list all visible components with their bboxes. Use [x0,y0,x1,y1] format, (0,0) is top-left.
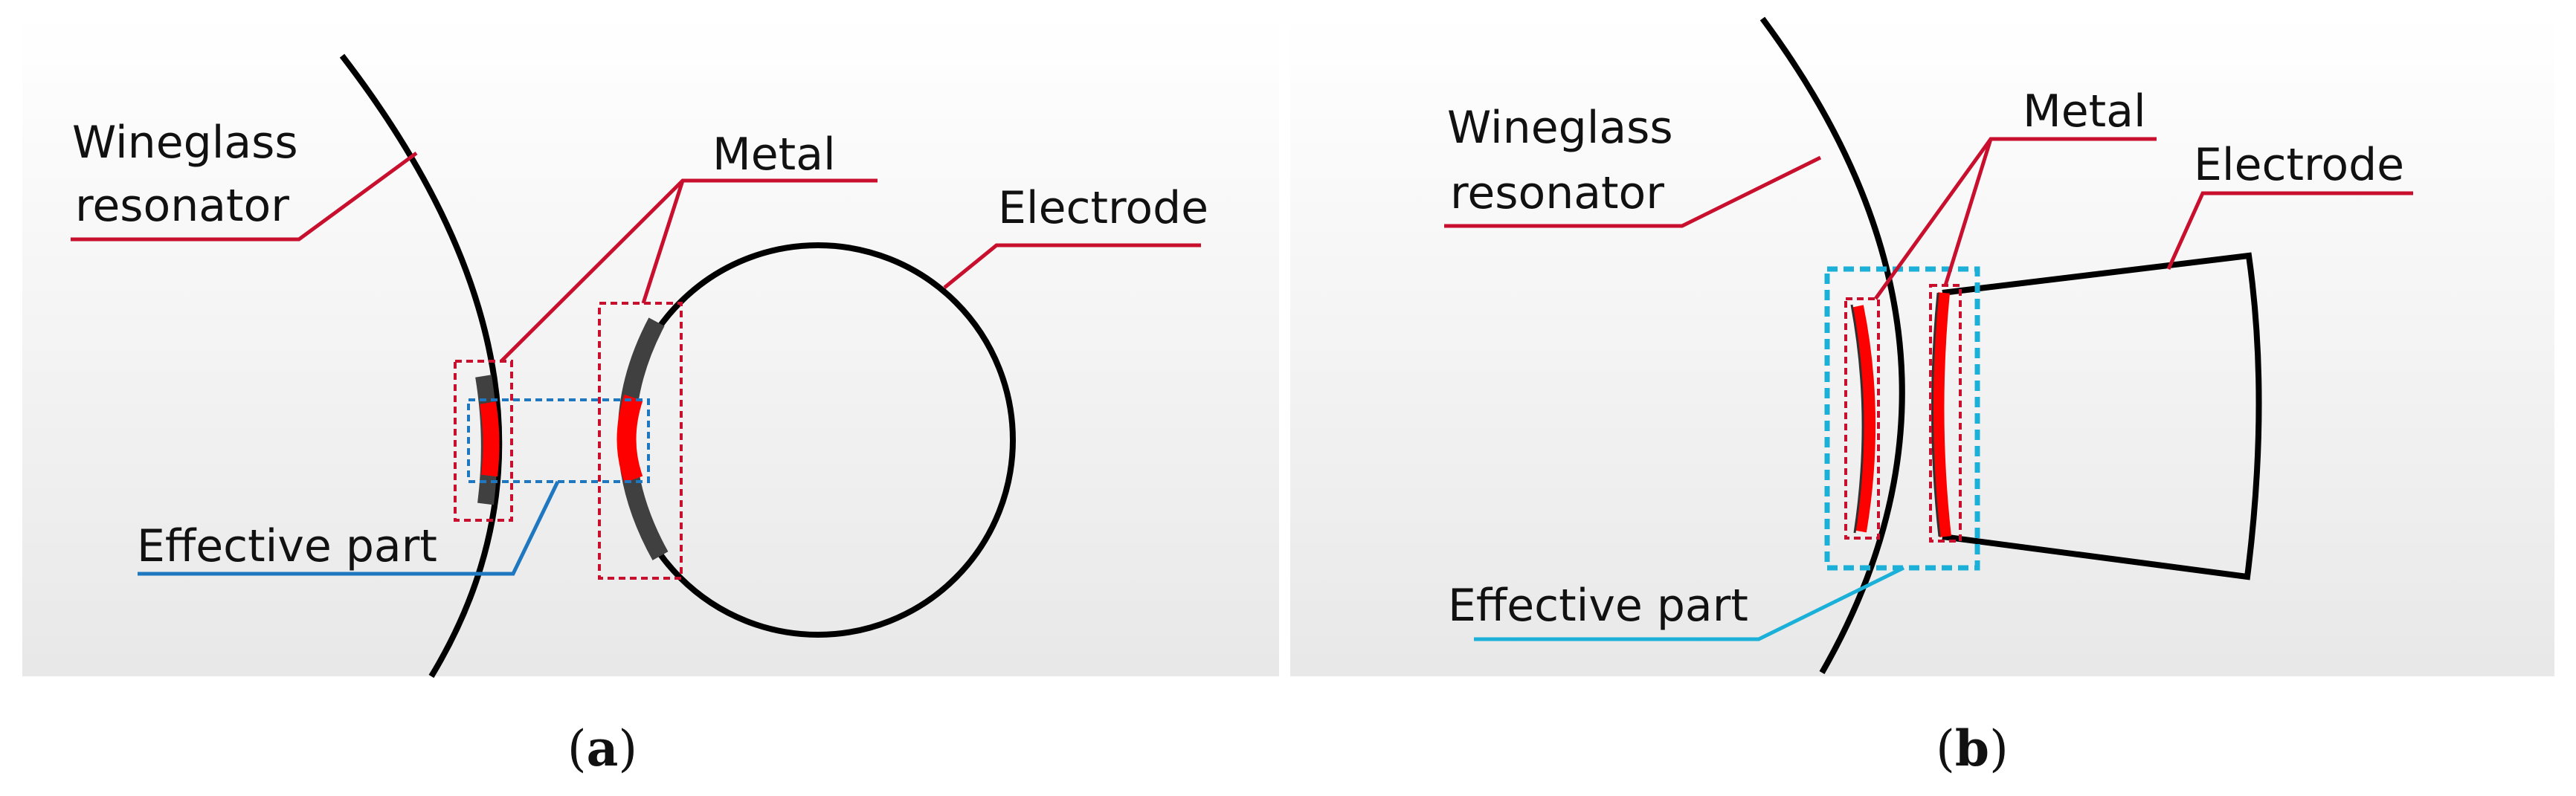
panel-a: Wineglass resonator Metal Electrode Effe… [22,15,1279,777]
panel-b-caption: (b) [1936,719,2009,777]
panel-b-electrode-shape [1942,252,2262,580]
panel-b-metal-label: Metal [2023,85,2146,137]
panel-a-caption-letter: a [587,719,619,777]
panel-a-electrode-metal-red [616,394,643,483]
panel-a-effective-leader [138,480,560,576]
panel-b-resonator-arc [1759,16,1905,674]
panel-a-resonator-metal-box [454,360,513,522]
panel-a-resonator-label-line2: resonator [75,180,289,232]
panel-a-effective-part-box [467,398,650,483]
panel-a-caption: (a) [567,719,637,777]
panel-b-electrode-label: Electrode [2194,139,2404,191]
panel-b-electrode-metal-outline [1931,292,1941,537]
panel-b-caption-letter: b [1955,719,1989,777]
panel-b: Wineglass resonator Metal Electrode Effe… [1290,15,2554,777]
panel-b-metal-leader-2 [1943,138,1993,286]
panel-b-effective-part-label: Effective part [1448,580,1748,632]
panel-b-background [1290,15,2554,676]
panel-a-electrode-leader [943,243,1201,289]
panel-a-resonator-arc [339,54,503,679]
panel-a-electrode-label: Electrode [998,182,1208,234]
panel-b-resonator-label-line2: resonator [1450,167,1664,219]
panel-a-metal-leader-2 [641,180,685,304]
panel-b-electrode-metal [1932,292,1951,537]
panel-a-resonator-leader [71,151,418,242]
panel-a-effective-part-label: Effective part [137,520,437,572]
panel-b-effective-leader [1474,566,1905,641]
panel-b-resonator-metal-outline [1850,304,1864,534]
panel-b-resonator-metal [1852,305,1876,533]
panel-b-resonator-metal-box [1844,297,1880,540]
panel-b-resonator-leader [1444,155,1822,228]
panel-b-resonator-label-line1: Wineglass [1447,102,1673,154]
panel-a-resonator-metal-red [480,401,500,477]
panel-a-resonator-label-line1: Wineglass [72,117,298,169]
panel-b-electrode-leader [2166,191,2413,271]
panel-a-metal-label: Metal [712,129,836,181]
